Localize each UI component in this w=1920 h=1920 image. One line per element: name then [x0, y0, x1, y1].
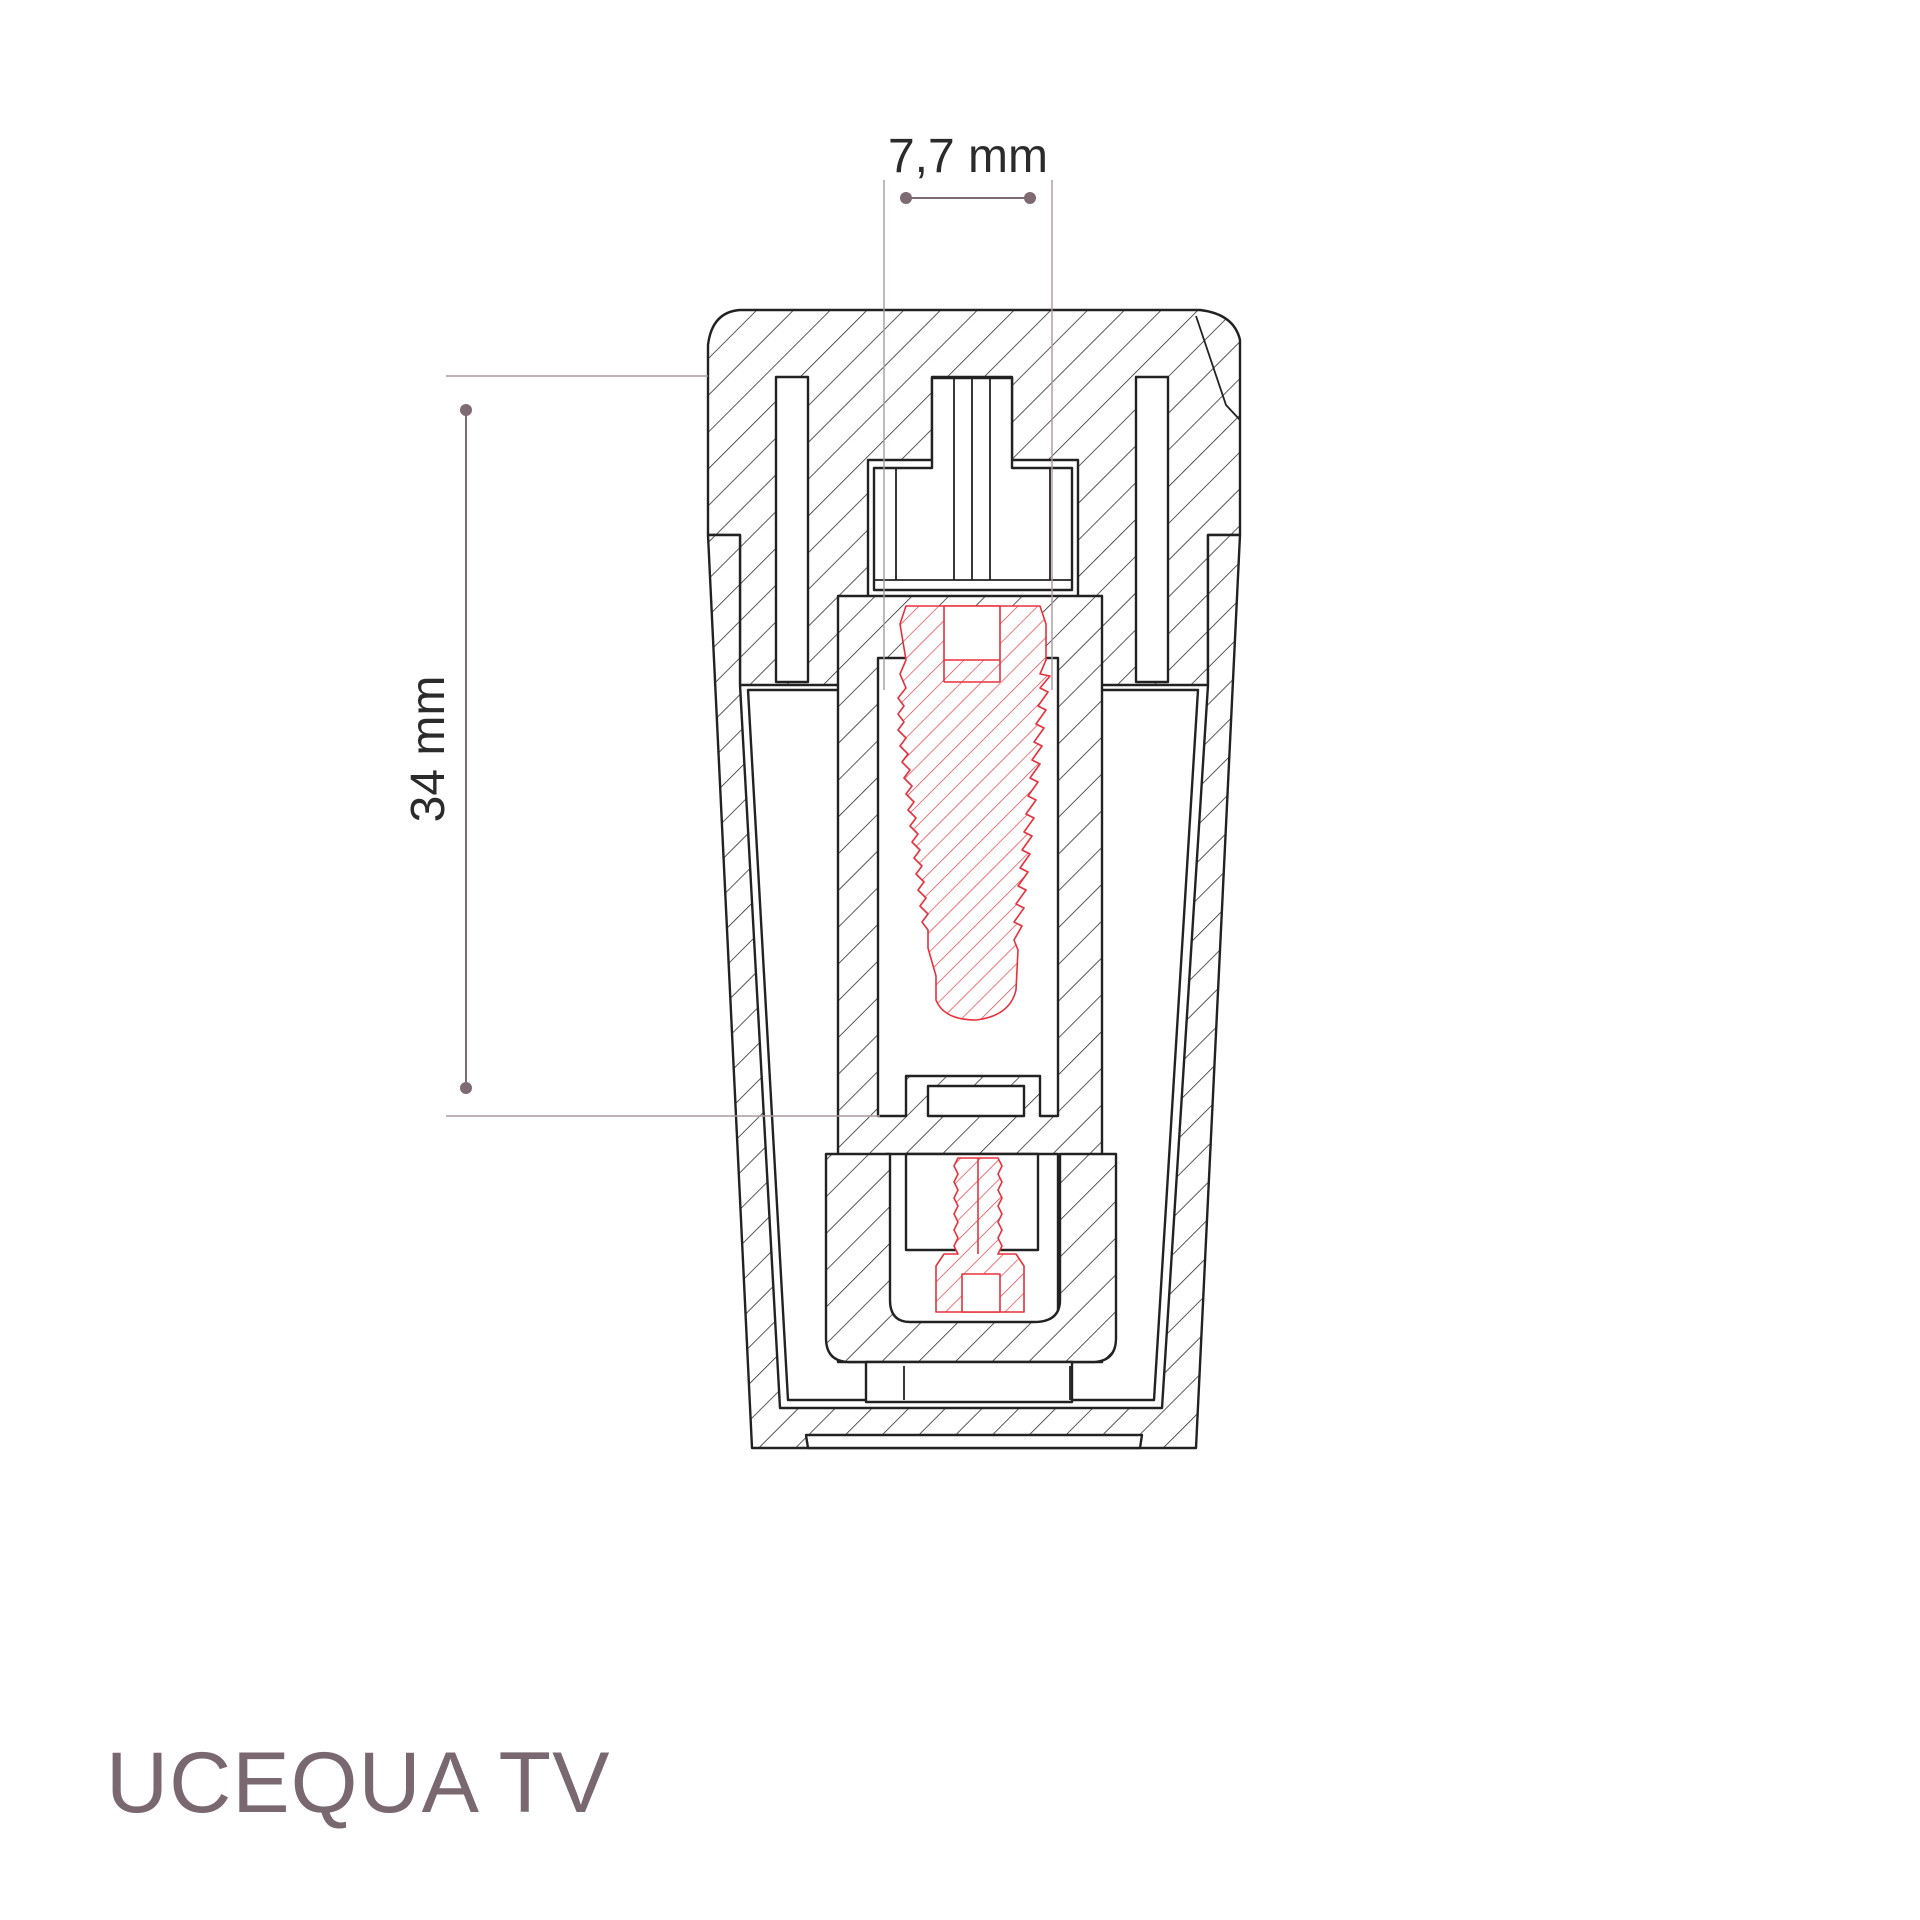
- width-dim-start-dot: [900, 192, 912, 204]
- brand-name: UCEQUA TV: [106, 1735, 610, 1831]
- abutment-post: [872, 376, 1074, 592]
- implant-screw: [935, 1157, 1025, 1313]
- height-dimension: 34 mm: [402, 375, 880, 1117]
- height-dimension-label: 34 mm: [402, 676, 455, 823]
- width-dim-end-dot: [1024, 192, 1036, 204]
- implant-body: [897, 605, 1051, 1021]
- height-dim-start-dot: [460, 404, 472, 416]
- height-dim-end-dot: [460, 1082, 472, 1094]
- width-dimension-label: 7,7 mm: [888, 130, 1048, 183]
- width-dimension: 7,7 mm: [883, 130, 1053, 690]
